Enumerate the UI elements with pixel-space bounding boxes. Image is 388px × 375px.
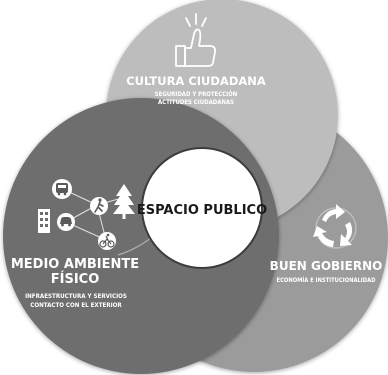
cyclist-icon <box>98 232 116 250</box>
medio-subtitle-line-1: INFRAESTRUCTURA Y SERVICIOS <box>25 293 127 300</box>
cultura-ciudadana-title: CULTURA CIUDADANA <box>126 74 266 88</box>
tree-icon <box>113 184 135 219</box>
espacio-publico-label: ESPACIO PUBLICO <box>137 203 267 218</box>
medio-subtitle-line-2: CONTACTO CON EL EXTERIOR <box>30 302 122 309</box>
cultura-subtitle-line-1: SEGURIDAD Y PROTECCIÓN <box>155 91 238 98</box>
car-icon <box>57 213 75 231</box>
thumbs-up-icon <box>175 13 217 67</box>
cultura-subtitle-line-2: ACTITUDES CIUDADANAS <box>158 99 234 106</box>
espacio-publico-circle <box>141 147 263 269</box>
buen-gobierno-subtitle: ECONOMÍA E INSTITUCIONALIDAD <box>277 276 377 284</box>
pedestrian-icon <box>90 197 108 215</box>
building-icon <box>38 209 50 233</box>
medio-ambiente-title-line-2: FÍSICO <box>51 271 100 287</box>
recycle-arrows-icon <box>313 204 357 249</box>
medio-ambiente-title-line-1: MEDIO AMBIENTE <box>11 257 139 272</box>
bus-icon <box>52 179 72 199</box>
buen-gobierno-title: BUEN GOBIERNO <box>270 259 383 273</box>
